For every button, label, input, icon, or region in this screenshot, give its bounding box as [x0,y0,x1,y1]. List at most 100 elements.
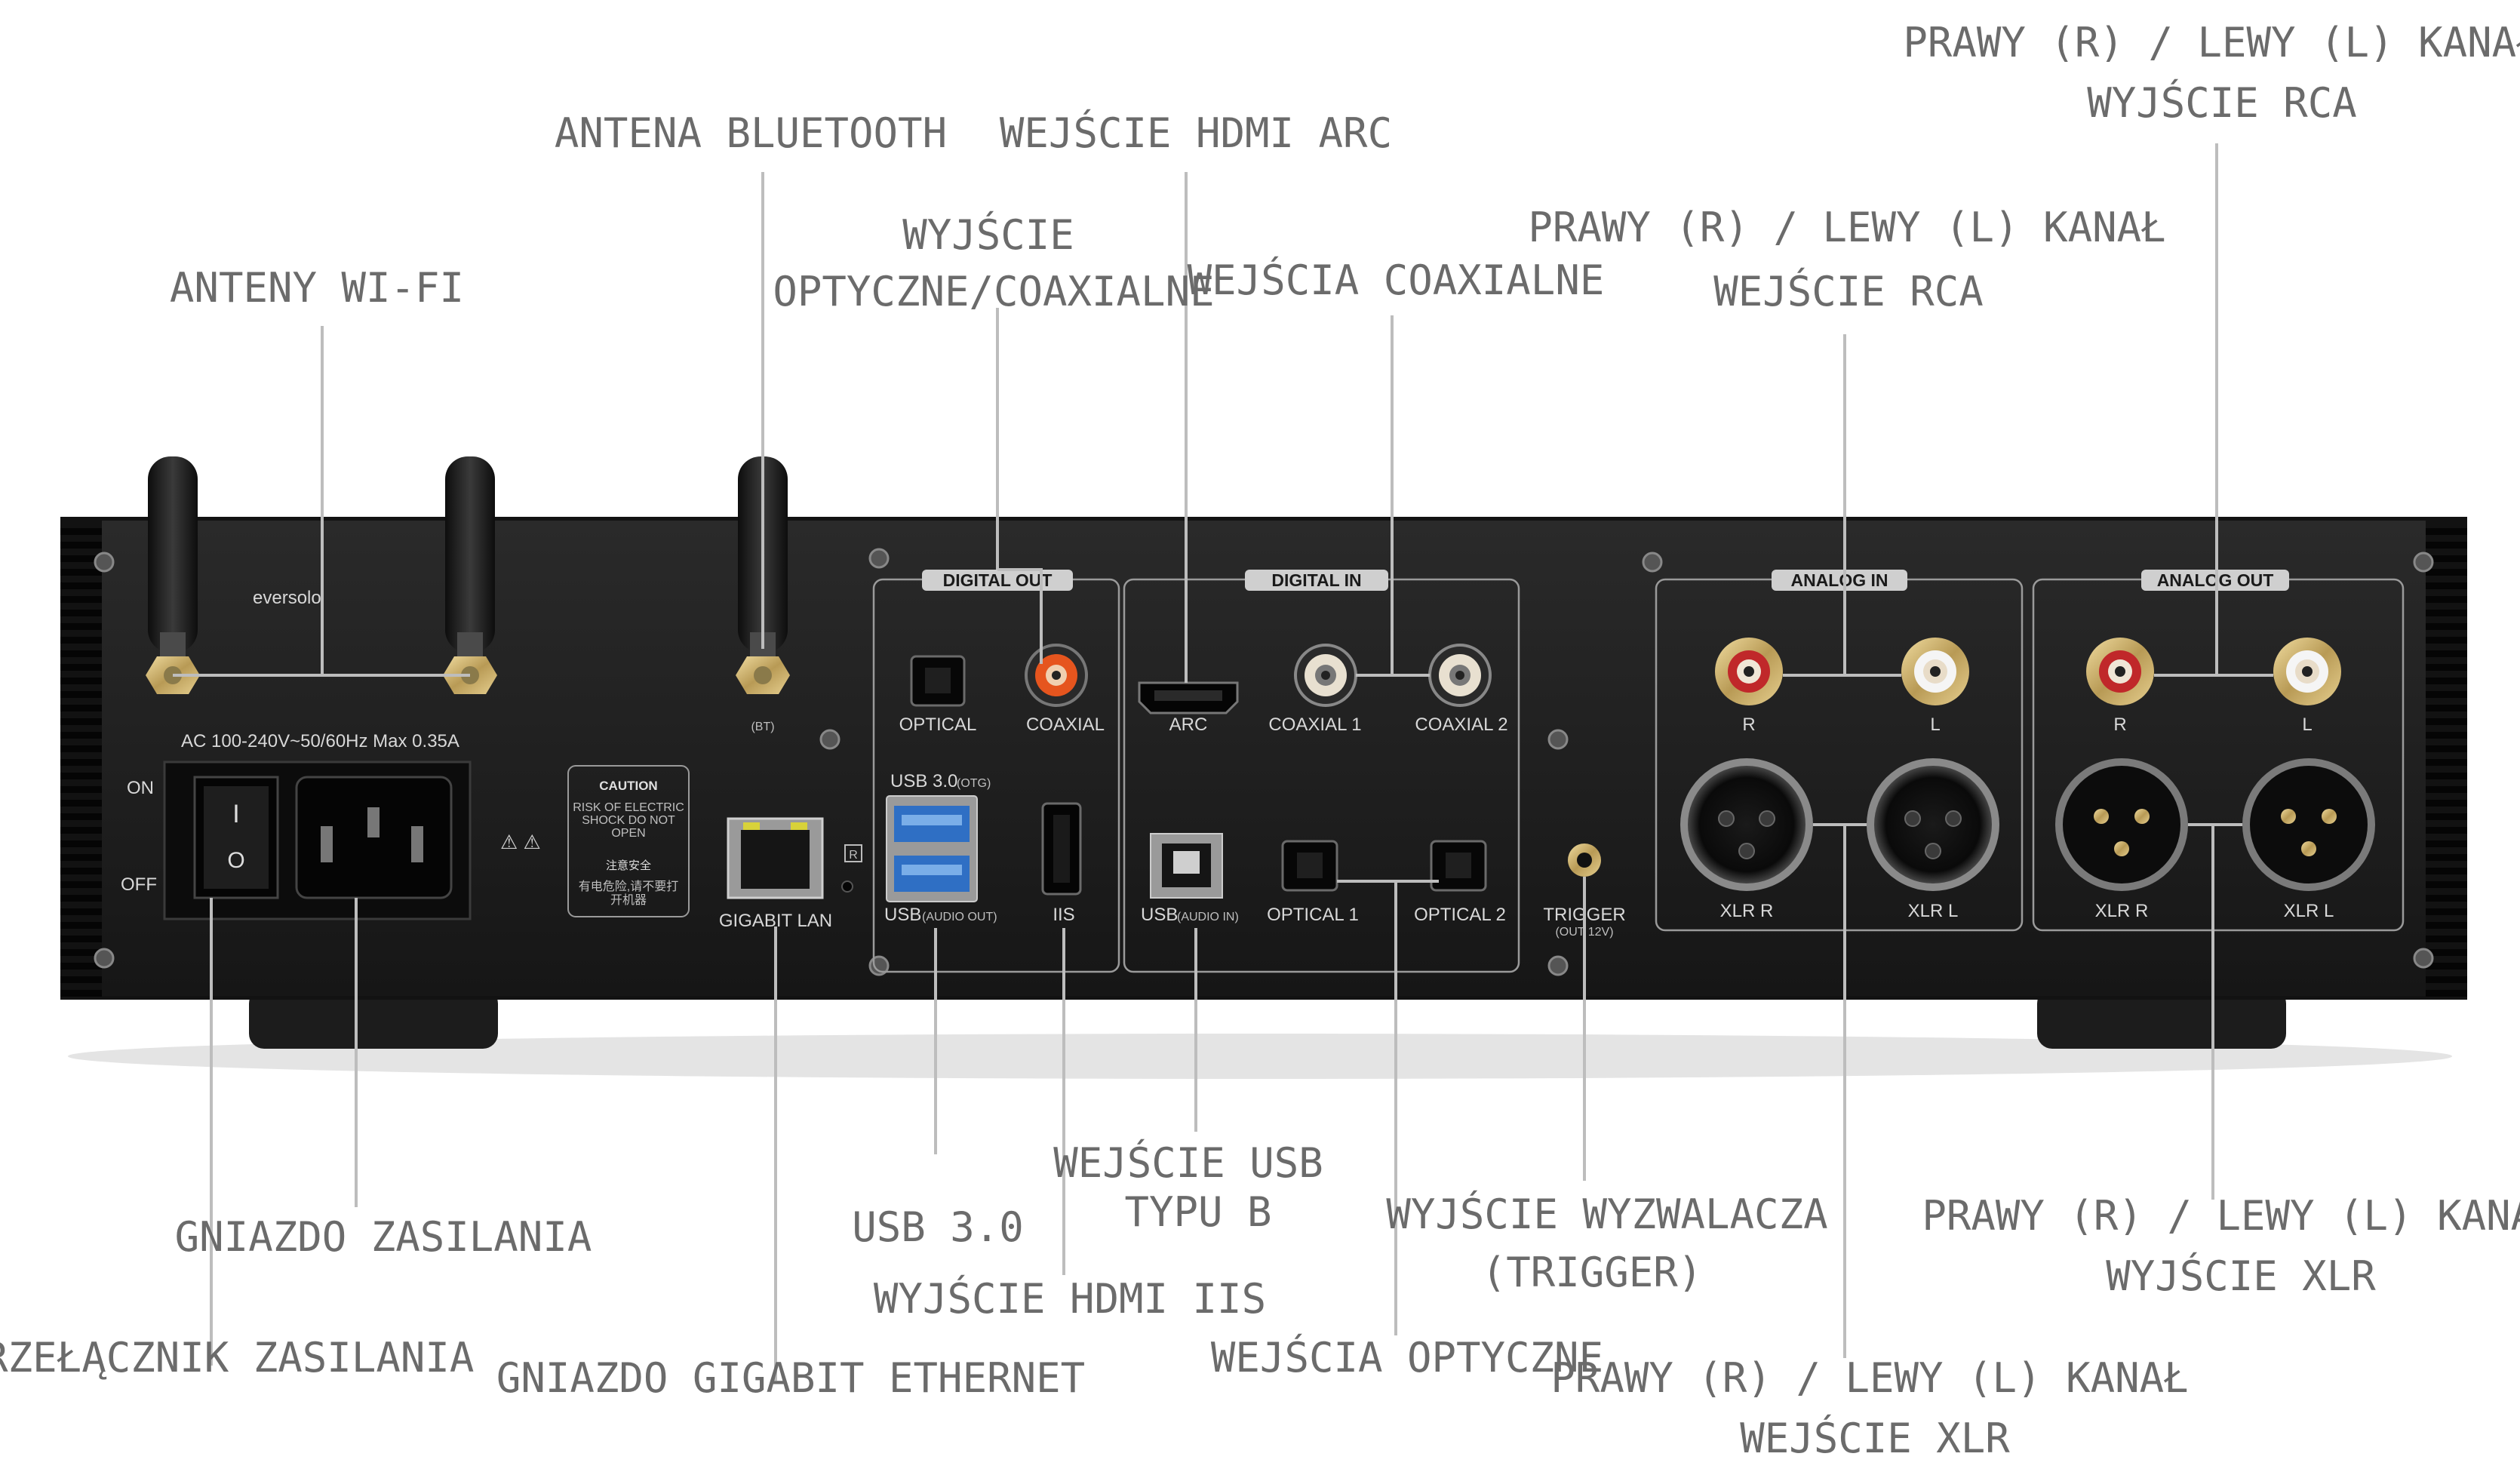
heat-fin [2426,868,2467,874]
heat-fin [60,569,102,576]
caution-zh-line1: 有电危险,请不要打 [579,880,678,893]
power-switch[interactable]: I O [193,776,279,899]
caution-line3: OPEN [611,827,645,840]
usb-audio-out-suffix: (AUDIO OUT) [922,911,997,923]
heat-fin [60,623,102,630]
rca-in-left-port[interactable] [1901,638,1969,705]
coaxial-in-2-port[interactable] [1428,644,1492,707]
heat-fin [60,528,102,535]
analog-in-title: ANALOG IN [1790,570,1888,590]
heat-fins-left [60,528,102,997]
callout-rca-in-line1: PRAWY (R) / LEWY (L) KANAŁ [1528,204,2165,251]
heat-fin [2426,759,2467,766]
callout-rca-out-line2: WYJŚCIE RCA [2087,79,2357,127]
coaxial-in-1-port[interactable] [1294,644,1357,707]
r-mark: R [849,849,858,862]
iec-power-socket[interactable] [295,776,453,899]
rca-out-right-port[interactable] [2086,638,2154,705]
callout-gniazdo-zasilania: GNIAZDO ZASILANIA [175,1213,592,1261]
heat-fin [60,596,102,603]
usb30-port-stack[interactable] [886,795,978,902]
heat-fin [2426,596,2467,603]
heat-fin [2426,800,2467,807]
rca-out-left-port[interactable] [2273,638,2341,705]
callout-trigger-line2: (TRIGGER) [1482,1249,1703,1296]
heat-fin [60,691,102,698]
optical-in-1-port[interactable] [1281,840,1338,892]
heat-fin [2426,895,2467,902]
usb-audio-in-label: USB [1141,905,1178,925]
heat-fin [60,773,102,779]
optical1-label: OPTICAL 1 [1267,905,1359,925]
callout-wejscia-coax: WEJŚCIA COAXIALNE [1188,257,1605,304]
heat-fin [60,664,102,671]
leader-lines [173,143,2273,1381]
heat-fin [60,759,102,766]
ethernet-port[interactable] [727,817,824,899]
heat-fins-right [2426,528,2467,997]
heat-fin [2426,840,2467,847]
xlr-out-left-port[interactable] [2242,758,2375,891]
heat-fin [60,881,102,888]
caution-zh-line2: 开机器 [610,893,647,907]
callout-usb-b-line2: TYPU B [1124,1188,1271,1236]
switch-on-label: ON [127,778,154,798]
callout-hdmi-arc: WEJŚCIE HDMI ARC [1000,109,1392,157]
optical-out-port[interactable] [910,655,966,707]
coaxial2-label: COAXIAL 2 [1415,714,1507,735]
brand-logo: eversolo [253,588,321,608]
heat-fin [60,908,102,915]
callout-xlr-in-line1: PRAWY (R) / LEWY (L) KANAŁ [1550,1354,2188,1402]
usb-b-port[interactable] [1150,833,1223,899]
callout-usb-b-line1: WEJŚCIE USB [1053,1139,1323,1187]
digital-out-tab [922,570,1073,591]
callout-wejscia-opt: WEJŚCIA OPTYCZNE [1211,1334,1603,1381]
reset-pinhole[interactable] [841,880,853,893]
rca-out-l-label: L [2302,714,2312,735]
switch-on-glyph: I [232,800,239,828]
heat-fin [2426,691,2467,698]
xlr-in-left-port[interactable] [1867,758,1999,891]
wifi-antenna-right [443,456,497,694]
heat-fin [60,650,102,657]
heat-fin [2426,542,2467,549]
heat-fin [60,637,102,644]
usb-audio-out-label: USB [884,905,921,925]
coaxial-out-label: COAXIAL [1026,714,1105,735]
callout-rca-out-line1: PRAWY (R) / LEWY (L) KANAŁ [1903,19,2520,66]
heat-fin [60,949,102,956]
xlr-out-r-label: XLR R [2095,901,2149,921]
heat-fin [2426,745,2467,752]
heat-fin [2426,854,2467,861]
foot-right [2037,988,2286,1049]
heat-fin [2426,976,2467,983]
callout-antena-bluetooth: ANTENA BLUETOOTH [555,109,947,157]
xlr-out-right-port[interactable] [2055,758,2188,891]
xlr-in-right-port[interactable] [1680,758,1813,891]
optical-out-label: OPTICAL [899,714,977,735]
usb-audio-in-suffix: (AUDIO IN) [1177,911,1239,923]
foot-left [249,988,498,1049]
digital-out-title: DIGITAL OUT [943,570,1053,590]
bt-tag: (BT) [751,721,774,733]
rca-in-right-port[interactable] [1715,638,1783,705]
callout-xlr-out-line1: PRAWY (R) / LEWY (L) KANAŁ [1922,1192,2520,1240]
heat-fin [2426,786,2467,793]
hdmi-arc-port[interactable] [1138,681,1239,714]
trigger-jack[interactable] [1568,844,1601,877]
rca-in-l-label: L [1930,714,1940,735]
callout-usb30: USB 3.0 [852,1203,1024,1251]
heat-fin [2426,881,2467,888]
callout-wyjscie-opt-line2: OPTYCZNE/COAXIALNE [773,268,1214,315]
heat-fin [2426,813,2467,820]
heat-fin [60,732,102,739]
heat-fin [2426,908,2467,915]
heat-fin [60,813,102,820]
coaxial-out-port[interactable] [1025,644,1088,707]
hdmi-iis-port[interactable] [1041,802,1082,896]
optical-in-2-port[interactable] [1430,840,1487,892]
heat-fin [60,745,102,752]
floor-shadow [68,1034,2452,1079]
heat-fin [60,990,102,997]
